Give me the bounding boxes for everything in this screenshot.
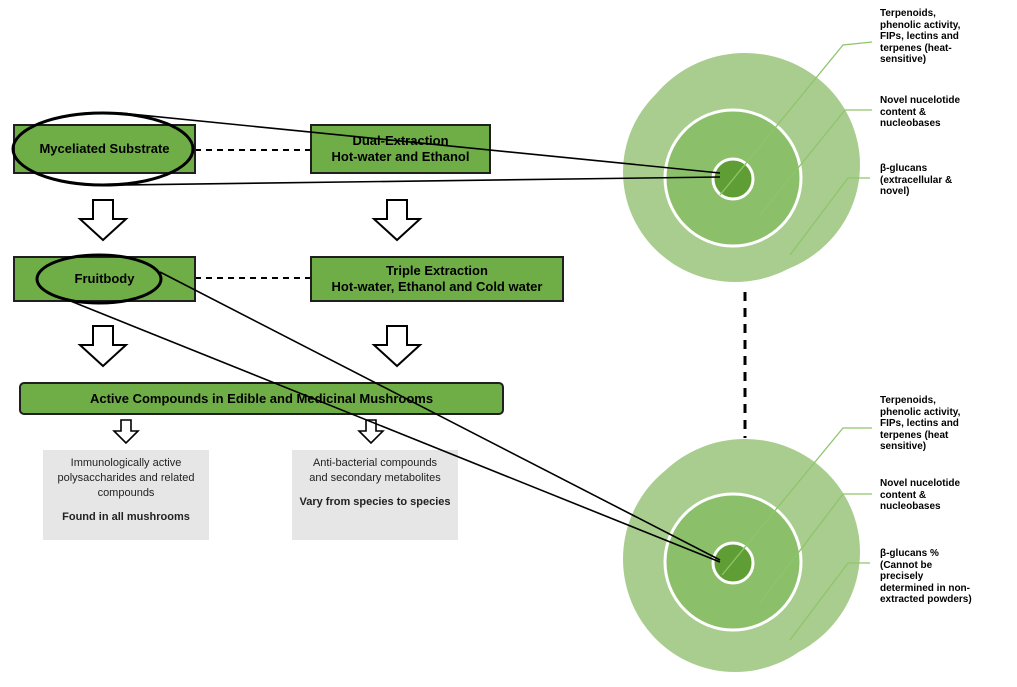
bottom-middle-ring-label: Novel nucelotide content & nucleobases [880, 478, 1000, 513]
down-arrow-icon [112, 419, 140, 445]
antibacterial-line-1: Anti-bacterial compounds [312, 457, 438, 469]
bottom-outer-label-line: Terpenoids, [880, 395, 936, 406]
bottom-inner-label-line: extracted powders) [880, 594, 972, 605]
dual-extraction-box: Dual-Extraction Hot-water and Ethanol [310, 124, 491, 174]
top-ring-diagram [623, 41, 873, 282]
bottom-outer-label-line: phenolic activity, [880, 406, 961, 418]
bottom-leader-inner [789, 562, 870, 641]
top-middle-label-line: Novel nucelotide [880, 95, 961, 106]
vary-from-species: Vary from species to species [299, 496, 451, 508]
top-inner-label-line: novel) [880, 186, 910, 197]
bottom-leader-outer [721, 427, 872, 576]
fruitbody-box: Fruitbody [13, 256, 196, 302]
bottom-ring-diagram [623, 427, 872, 672]
top-leader-outer [719, 41, 873, 196]
fruitbody-label: Fruitbody [74, 271, 135, 286]
bottom-middle-label-line: Novel nucelotide [880, 478, 961, 489]
down-arrow-icon [371, 325, 423, 368]
top-middle-label-line: content & [880, 106, 927, 118]
top-outer-label-line: FIPs, lectins and [880, 31, 959, 42]
antibacterial-line-2: and secondary metabolites [309, 472, 441, 484]
bottom-middle-label-line: nucleobases [880, 501, 941, 512]
down-arrow-icon [371, 199, 423, 242]
found-in-all-mushrooms: Found in all mushrooms [62, 511, 190, 523]
polysaccharides-line-3: compounds [97, 487, 155, 499]
myceliated-substrate-box: Myceliated Substrate [13, 124, 196, 174]
triple-extraction-title: Triple Extraction [386, 263, 488, 278]
bottom-inner-ring-label: β-glucans % (Cannot be precisely determi… [880, 548, 1005, 606]
bottom-inner-label-line: determined in non- [880, 582, 970, 594]
polysaccharides-info-box: Immunologically active polysaccharides a… [43, 450, 209, 540]
top-middle-ring-label: Novel nucelotide content & nucleobases [880, 95, 1000, 130]
bottom-middle-label-line: content & [880, 489, 927, 501]
top-inner-label-line: (extracellular & [880, 174, 953, 186]
bottom-inner-label-line: (Cannot be [880, 559, 933, 571]
top-inner-ring-label: β-glucans (extracellular & novel) [880, 163, 1000, 198]
down-arrow-icon [357, 419, 385, 445]
top-leader-middle [759, 109, 872, 216]
bottom-inner-label-line: β-glucans % [880, 548, 939, 559]
bottom-outer-ring-label: Terpenoids, phenolic activity, FIPs, lec… [880, 395, 1000, 453]
bottom-outer-label-line: terpenes (heat [880, 429, 949, 441]
active-compounds-box: Active Compounds in Edible and Medicinal… [19, 382, 504, 415]
triple-extraction-subtitle: Hot-water, Ethanol and Cold water [331, 279, 543, 294]
bottom-leader-middle [759, 493, 872, 604]
top-leader-inner [789, 177, 870, 256]
bottom-outer-label-line: FIPs, lectins and [880, 418, 959, 429]
down-arrow-icon [77, 325, 129, 368]
bottom-outer-label-line: sensitive) [880, 441, 927, 452]
top-middle-label-line: nucleobases [880, 118, 941, 129]
top-outer-label-line: sensitive) [880, 54, 927, 65]
polysaccharides-line-1: Immunologically active [70, 457, 182, 469]
dual-extraction-subtitle: Hot-water and Ethanol [331, 149, 470, 164]
top-outer-label-line: phenolic activity, [880, 19, 961, 31]
top-inner-label-line: β-glucans [880, 163, 928, 174]
triple-extraction-box: Triple Extraction Hot-water, Ethanol and… [310, 256, 564, 302]
bottom-inner-label-line: precisely [880, 571, 924, 582]
top-outer-ring-label: Terpenoids, phenolic activity, FIPs, lec… [880, 8, 1000, 66]
polysaccharides-line-2: polysaccharides and related [57, 472, 195, 484]
down-arrow-icon [77, 199, 129, 242]
bottom-ring-inner [711, 541, 755, 585]
antibacterial-info-box: Anti-bacterial compounds and secondary m… [292, 450, 458, 540]
myceliated-substrate-label: Myceliated Substrate [39, 141, 170, 156]
active-compounds-label: Active Compounds in Edible and Medicinal… [89, 390, 434, 406]
dual-extraction-title: Dual-Extraction [352, 133, 449, 148]
top-outer-label-line: terpenes (heat- [880, 42, 952, 54]
top-outer-label-line: Terpenoids, [880, 8, 936, 19]
